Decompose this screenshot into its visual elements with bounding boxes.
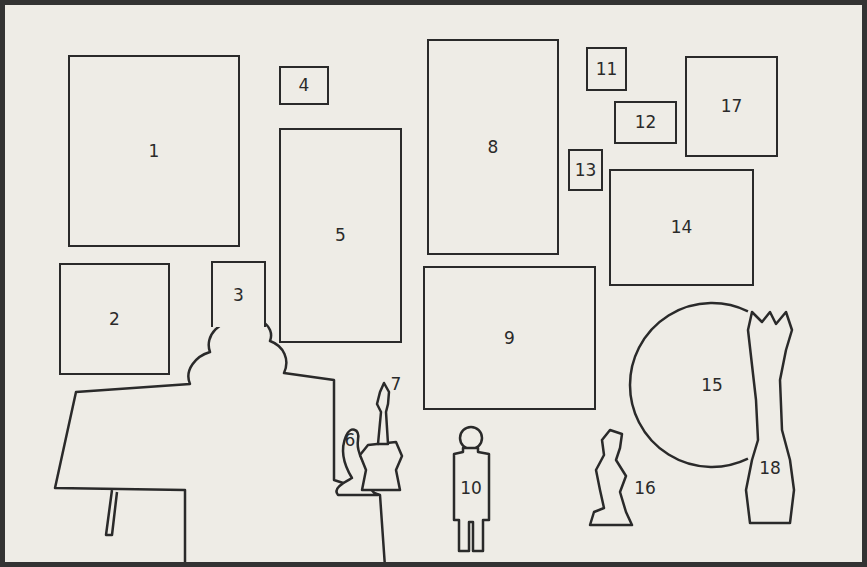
callout-number: 15 [701,377,723,394]
callout-number: 3 [233,287,244,304]
figure-leg [106,490,117,535]
sculpture-16 [590,430,632,525]
painting-frame: 17 [685,56,778,157]
callout-number: 4 [299,77,310,94]
callout-number: 7 [391,376,402,393]
callout-number: 2 [109,311,120,328]
painting-frame: 3 [211,261,266,327]
callout-number: 14 [671,219,693,236]
callout-number: 6 [345,432,356,449]
callout-number: 16 [634,480,656,497]
callout-number: 12 [635,114,657,131]
painting-frame: 12 [614,101,677,144]
callout-number: 17 [721,98,743,115]
callout-number: 11 [596,61,618,78]
painting-frame: 5 [279,128,402,343]
callout-number: 5 [335,227,346,244]
sculpture-10-head [460,427,482,449]
circle-artwork: 15 [628,301,796,469]
callout-number: 1 [149,143,160,160]
painting-frame: 11 [586,47,627,91]
circle-arc [630,303,748,467]
callout-number: 10 [460,480,482,497]
sculpture-7 [377,383,389,444]
sculpture-18 [746,312,794,523]
callout-number: 8 [488,139,499,156]
painting-frame: 14 [609,169,754,286]
painting-frame: 8 [427,39,559,255]
painting-frame: 9 [423,266,596,410]
painting-frame: 2 [59,263,170,375]
painting-frame: 1 [68,55,240,247]
callout-number: 18 [759,460,781,477]
painting-frame: 4 [279,66,329,105]
sculpture-7-pedestal [360,442,402,490]
callout-number: 9 [504,330,515,347]
callout-number: 13 [575,162,597,179]
painting-frame: 13 [568,149,603,191]
sculpture-10-body [454,448,489,551]
